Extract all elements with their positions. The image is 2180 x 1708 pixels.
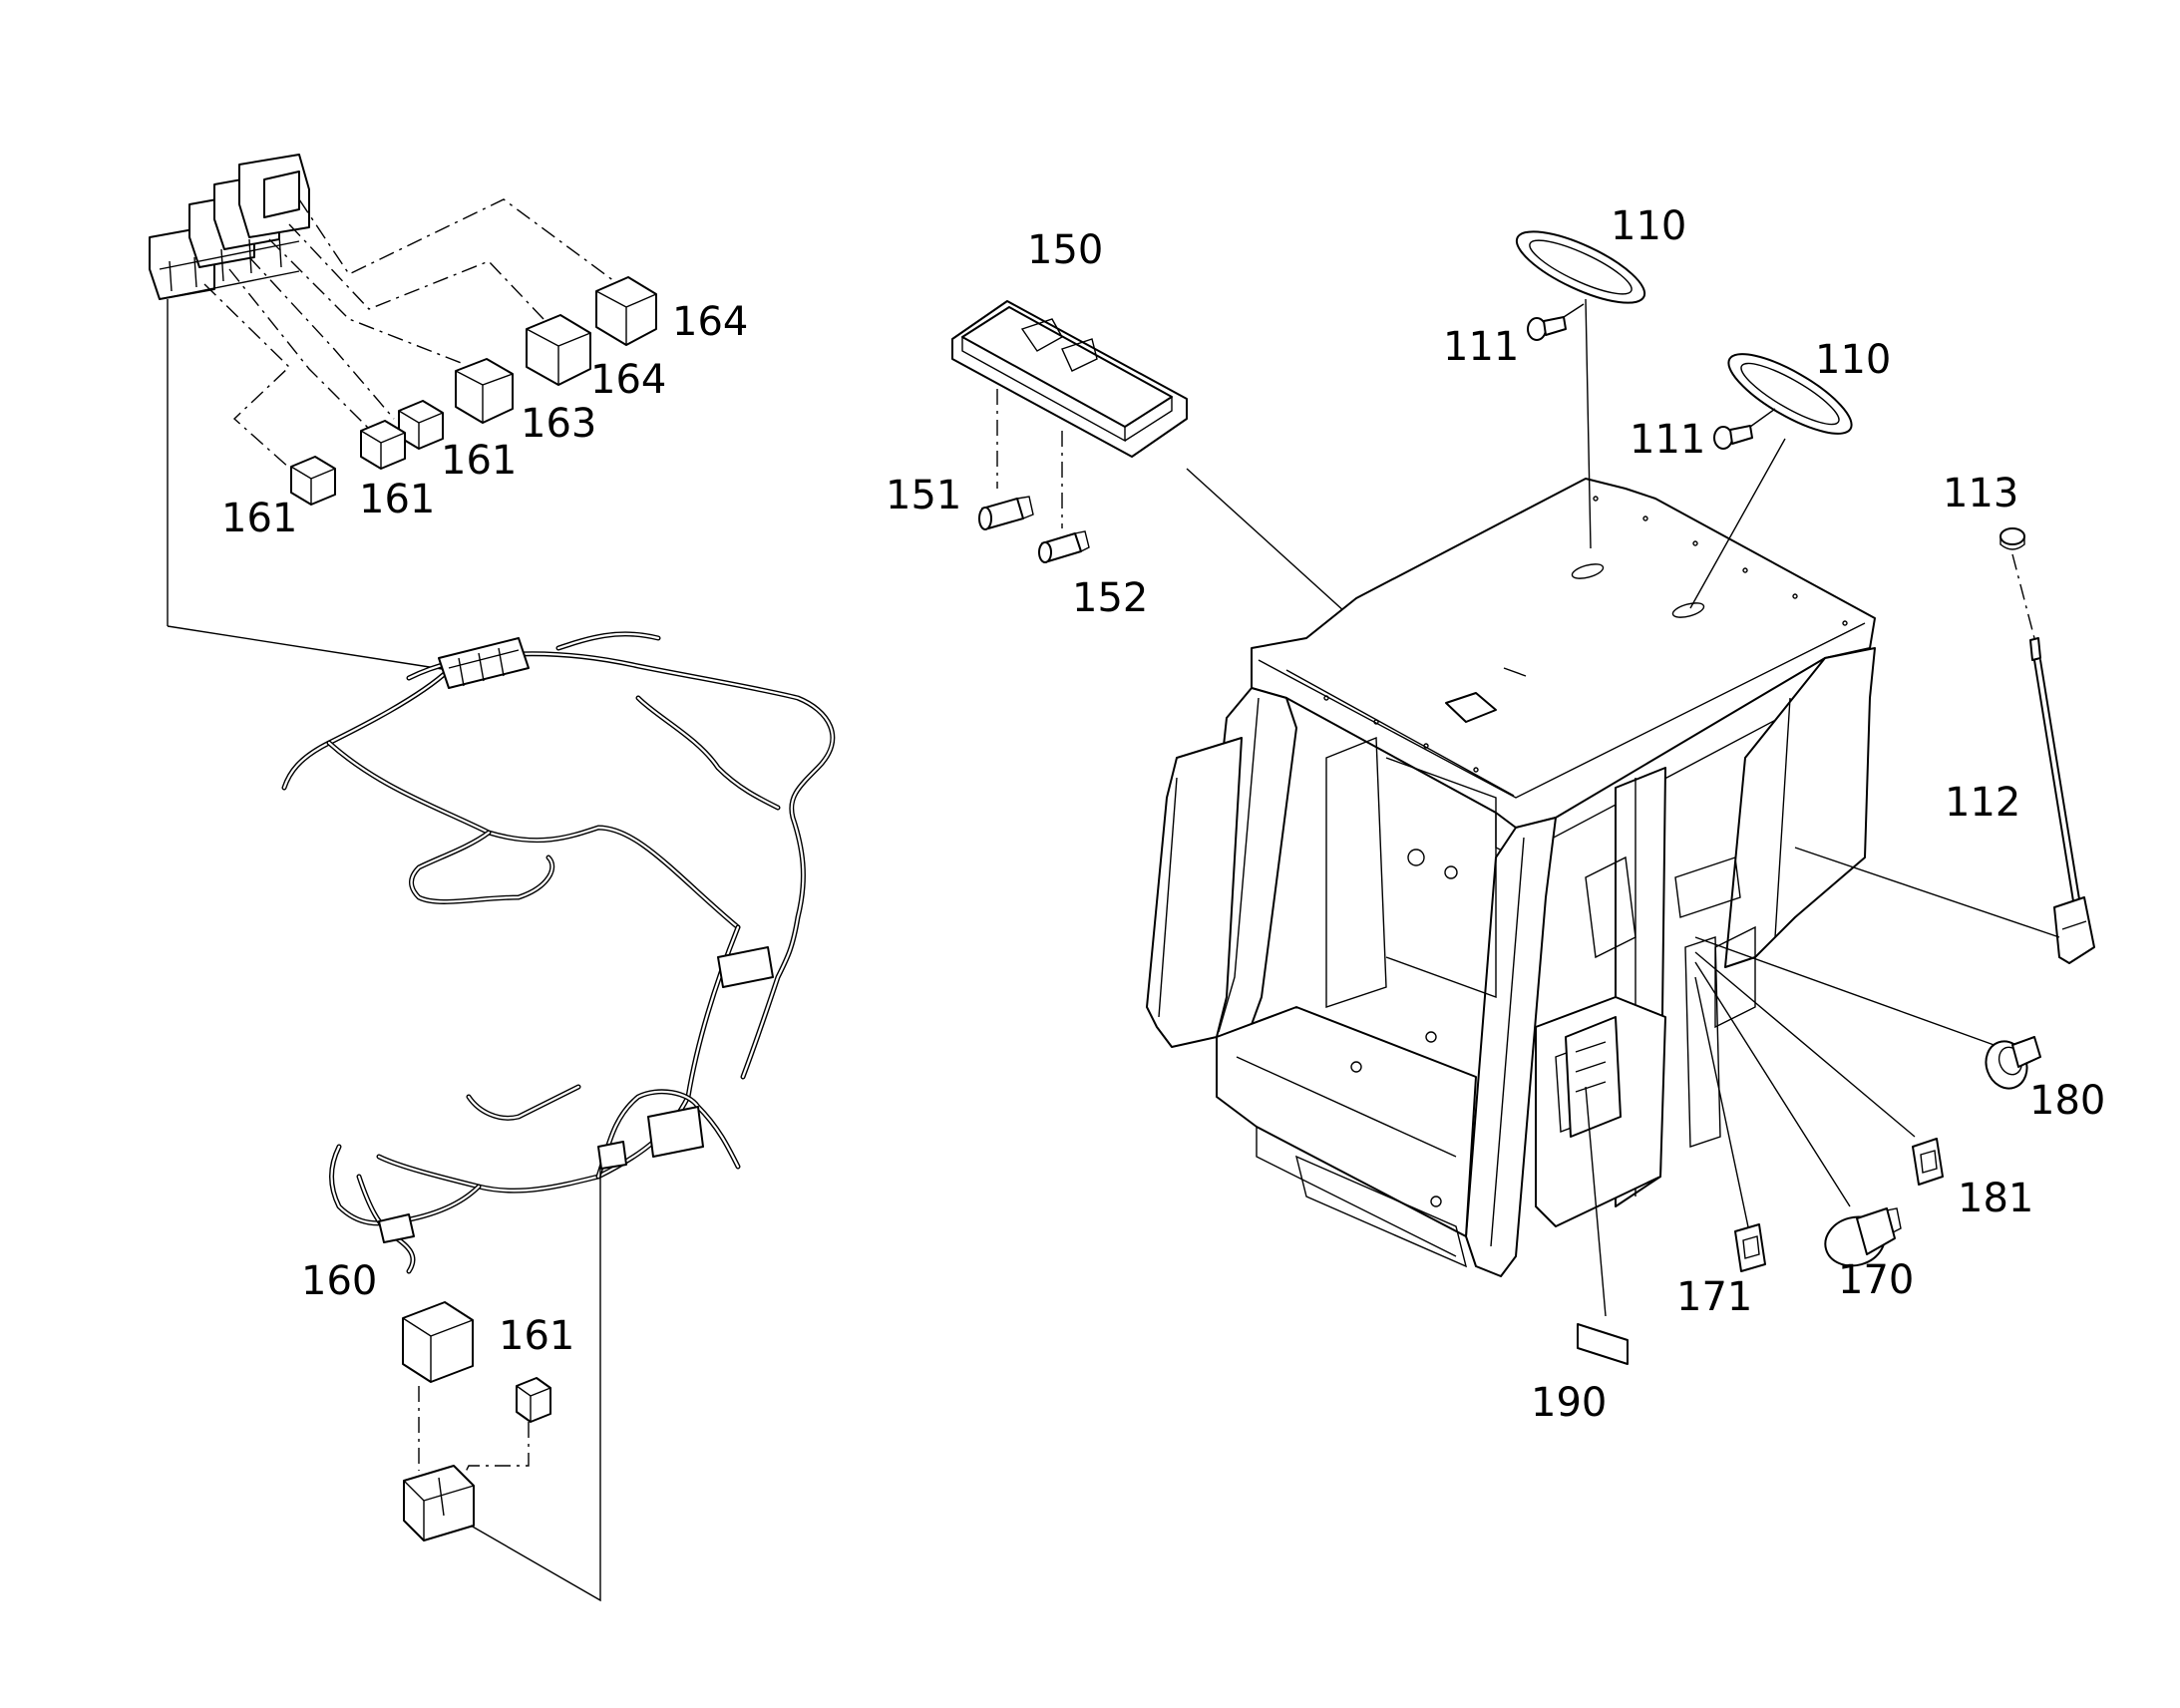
callout-112: 112 xyxy=(1945,780,2020,826)
socket-180 xyxy=(1985,1036,2041,1090)
label-190 xyxy=(1577,1323,1629,1365)
leader-171 xyxy=(1694,976,1751,1237)
callout-151: 151 xyxy=(886,473,961,518)
callout-161-left: 161 xyxy=(221,496,297,541)
relay-164-upper xyxy=(595,276,657,346)
relay-163 xyxy=(455,358,514,424)
relay-164-lower xyxy=(526,314,591,386)
relay-161-d xyxy=(398,400,444,450)
screw-111-right xyxy=(1713,425,1753,450)
callout-170: 170 xyxy=(1838,1257,1914,1303)
antenna-112 xyxy=(2029,637,2095,964)
leader-190 xyxy=(1585,1086,1607,1317)
bulb-151 xyxy=(978,496,1034,530)
lamp-150 xyxy=(951,300,1188,458)
callout-180: 180 xyxy=(2029,1078,2105,1124)
switch-171 xyxy=(1734,1223,1766,1272)
callout-110-right: 110 xyxy=(1815,337,1891,383)
plate-110-left xyxy=(1515,230,1646,304)
plate-110-right xyxy=(1727,353,1853,435)
callout-150: 150 xyxy=(1027,227,1103,273)
leader-antenna xyxy=(1794,847,2060,938)
relay-161-a xyxy=(516,1377,551,1423)
callout-111-left: 111 xyxy=(1443,324,1519,370)
callout-163: 163 xyxy=(521,401,596,447)
relay-161-b xyxy=(290,456,336,506)
callout-161-mid: 161 xyxy=(359,477,435,522)
callout-152: 152 xyxy=(1072,575,1148,621)
relay-161-c xyxy=(360,420,406,470)
leader-180 xyxy=(1694,936,2000,1048)
leader-socket xyxy=(470,1167,601,1602)
roof-rivets xyxy=(1323,496,1848,773)
relay-socket-lower xyxy=(403,1465,475,1541)
callout-160: 160 xyxy=(301,1258,377,1304)
relay-160 xyxy=(402,1301,474,1383)
callout-190: 190 xyxy=(1531,1380,1607,1426)
leader-181 xyxy=(1694,951,1916,1138)
leader-170 xyxy=(1694,961,1851,1207)
callout-110-left: 110 xyxy=(1611,203,1686,249)
antenna-cap-113 xyxy=(1999,527,2025,550)
callout-161-right: 161 xyxy=(441,438,517,484)
callout-161-lower: 161 xyxy=(499,1313,574,1359)
callout-171: 171 xyxy=(1676,1274,1752,1320)
relay-block-top xyxy=(149,154,310,300)
wire-harness xyxy=(281,631,836,1274)
callout-164-lower: 164 xyxy=(590,357,666,403)
cab-structure xyxy=(1146,478,1876,1277)
switch-181 xyxy=(1912,1138,1944,1186)
callout-111-right: 111 xyxy=(1630,417,1705,463)
callout-113: 113 xyxy=(1943,471,2018,516)
callouts: 110 110 111 111 112 113 150 151 152 160 … xyxy=(221,203,2105,1426)
screw-111-left xyxy=(1527,316,1567,341)
bulb-152 xyxy=(1038,530,1090,563)
relay-leaders-top xyxy=(203,198,619,478)
callout-181: 181 xyxy=(1958,1176,2033,1221)
buzzer-170 xyxy=(1824,1207,1902,1267)
callout-164-upper: 164 xyxy=(672,299,748,345)
